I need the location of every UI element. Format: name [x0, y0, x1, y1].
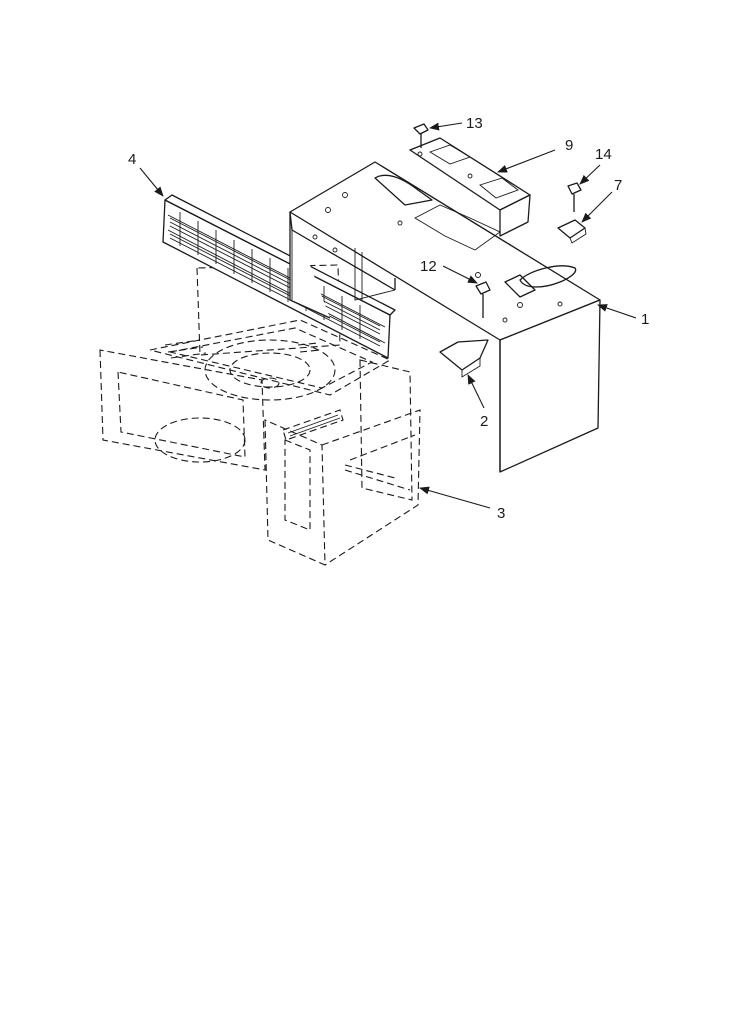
callout-13: 12: [420, 258, 437, 275]
part-9-bracket: [409, 137, 531, 237]
part-12-screw: [413, 123, 429, 148]
part-14-screw: [567, 182, 582, 212]
callout-4: 4: [128, 151, 136, 168]
callout-12: 13: [466, 115, 483, 132]
part-1-cabinet: [289, 161, 601, 473]
part-2-bracket: [439, 339, 489, 378]
callout-3: 3: [497, 505, 505, 522]
callout-14: 14: [595, 146, 612, 163]
callout-2: 2: [480, 413, 488, 430]
callout-1: 1: [641, 311, 649, 328]
callout-7: 7: [614, 177, 622, 194]
part-3-chassis-dashed: [99, 264, 421, 566]
part-4-vent-grille: [162, 194, 396, 359]
callout-9: 9: [565, 137, 573, 154]
leader-lines: [139, 122, 637, 509]
part-13-screw: [475, 281, 491, 318]
part-7-clip: [557, 219, 587, 244]
